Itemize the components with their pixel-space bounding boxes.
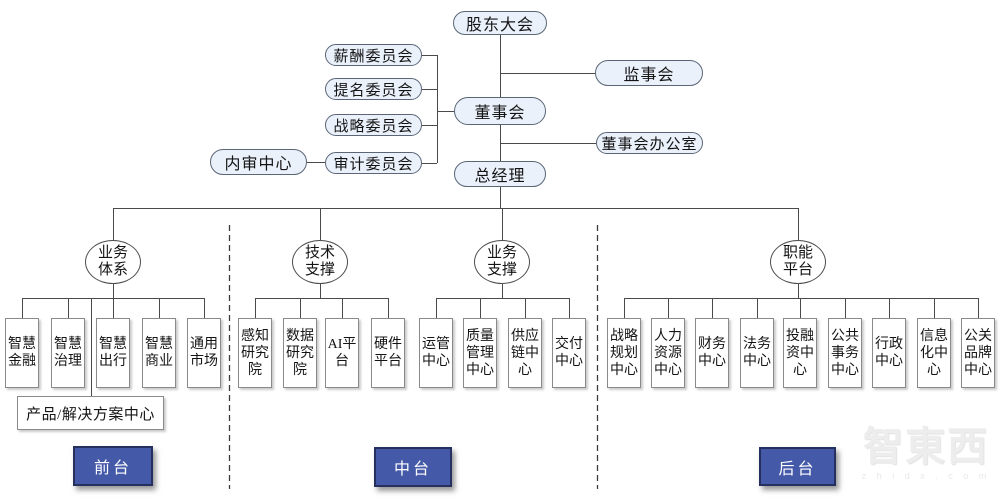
unit-box: 智慧出行 bbox=[96, 318, 130, 388]
branch-head-label: 业务支撑 bbox=[486, 245, 517, 278]
node-committee-nomination: 提名委员会 bbox=[325, 78, 422, 100]
unit-box: 投融资中心 bbox=[783, 318, 817, 388]
node-committee-compensation: 薪酬委员会 bbox=[325, 44, 422, 66]
unit-box: 信息化中心 bbox=[917, 318, 951, 388]
unit-box: 智慧治理 bbox=[51, 318, 85, 388]
node-shareholders-meeting: 股东大会 bbox=[453, 11, 547, 35]
unit-box: 质量管理中心 bbox=[463, 318, 497, 388]
tier-badge-front: 前台 bbox=[73, 446, 153, 486]
watermark-domain: z h i d x . c o m bbox=[861, 471, 991, 481]
unit-box: 硬件平台 bbox=[371, 318, 405, 388]
unit-box: 行政中心 bbox=[872, 318, 906, 388]
branch-head-functional-platform: 职能平台 bbox=[770, 240, 826, 284]
node-board-of-directors: 董事会 bbox=[454, 97, 546, 125]
unit-box: 供应链中心 bbox=[508, 318, 542, 388]
tier-badge-back: 后台 bbox=[759, 447, 836, 486]
unit-box: 公关品牌中心 bbox=[961, 318, 995, 388]
unit-box: 数据研究院 bbox=[283, 318, 317, 388]
node-supervisory-board: 监事会 bbox=[595, 60, 703, 86]
branch-head-label: 业务体系 bbox=[97, 245, 128, 278]
unit-box: 财务中心 bbox=[695, 318, 729, 388]
unit-box: 智慧金融 bbox=[5, 318, 39, 388]
branch-head-label: 技术支撑 bbox=[304, 245, 335, 278]
node-committee-strategy: 战略委员会 bbox=[325, 114, 422, 136]
unit-box: 公共事务中心 bbox=[828, 318, 862, 388]
node-general-manager: 总经理 bbox=[454, 161, 546, 187]
unit-box: 感知研究院 bbox=[238, 318, 272, 388]
branch-head-business-system: 业务体系 bbox=[85, 240, 141, 284]
node-board-office: 董事会办公室 bbox=[596, 132, 703, 154]
branch-head-tech-support: 技术支撑 bbox=[292, 240, 348, 284]
unit-box: 通用市场 bbox=[187, 318, 221, 388]
unit-box: 交付中心 bbox=[552, 318, 586, 388]
unit-box: 智慧商业 bbox=[142, 318, 176, 388]
solid-connectors bbox=[22, 35, 979, 396]
branch-head-business-support: 业务支撑 bbox=[474, 240, 530, 284]
unit-product-solutions-center: 产品/解决方案中心 bbox=[17, 396, 164, 430]
node-committee-audit: 审计委员会 bbox=[325, 152, 422, 174]
branch-head-label: 职能平台 bbox=[782, 245, 813, 278]
unit-box: 人力资源中心 bbox=[651, 318, 685, 388]
tier-separator-dashed-lines bbox=[228, 225, 599, 489]
tier-badge-middle: 中台 bbox=[374, 447, 452, 487]
unit-box: 战略规划中心 bbox=[607, 318, 641, 388]
watermark-logo: 智東西 bbox=[863, 424, 989, 469]
watermark: 智東西 z h i d x . c o m bbox=[856, 424, 996, 481]
unit-box: 运管中心 bbox=[419, 318, 453, 388]
node-internal-audit-center: 内审中心 bbox=[210, 149, 307, 175]
unit-box: 法务中心 bbox=[740, 318, 774, 388]
unit-box: AI平台 bbox=[325, 318, 359, 388]
